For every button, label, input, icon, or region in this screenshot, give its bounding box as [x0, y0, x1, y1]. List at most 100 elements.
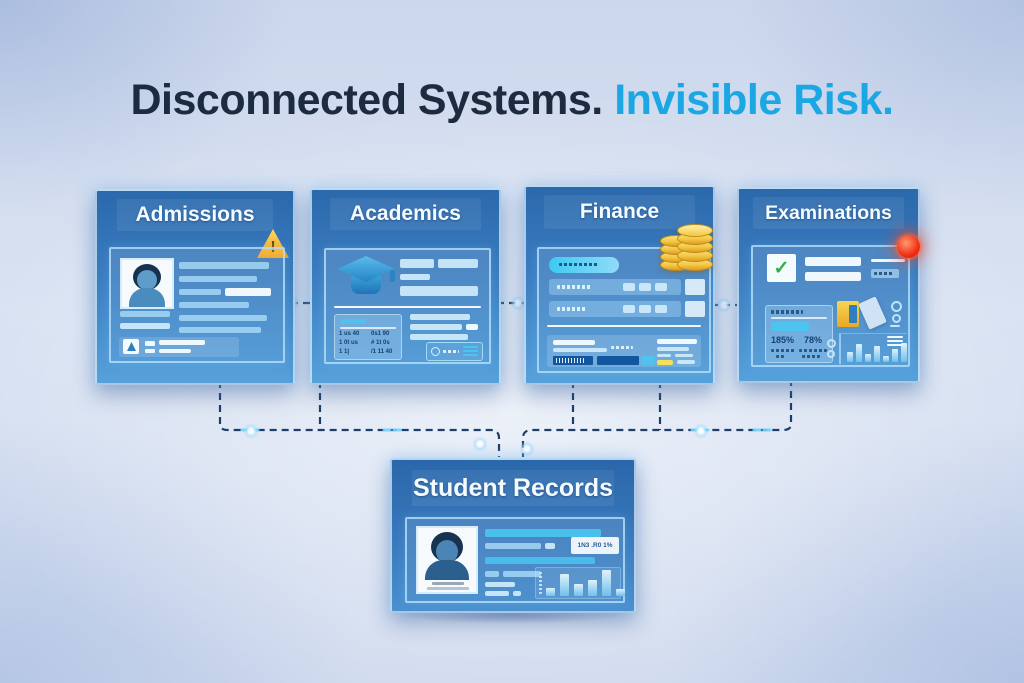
- connector-admissions-drop: [218, 381, 501, 457]
- invoice-subpanel: [547, 335, 701, 367]
- row-chip: [655, 283, 667, 291]
- checkbox-checked: ✓: [767, 254, 796, 282]
- records-chart: [535, 567, 625, 599]
- table-cell: 1 0t us: [339, 340, 359, 346]
- chart-bar: [901, 343, 907, 362]
- divider: [334, 306, 481, 308]
- table-cell: 1 1|: [339, 349, 350, 355]
- score-line: [771, 317, 827, 319]
- avatar-torso: [129, 288, 165, 307]
- card-finance-title: Finance: [579, 200, 660, 223]
- mini-field: [871, 269, 899, 278]
- fee-row: [549, 279, 681, 295]
- coin: [677, 224, 713, 237]
- sparkle: [243, 423, 259, 439]
- placeholder-bar: [159, 349, 191, 353]
- sparkle: [472, 436, 488, 452]
- button-line: [463, 350, 478, 352]
- table-cell: 0s1 90: [371, 331, 390, 337]
- coins-icon: [660, 224, 713, 271]
- score-bar: [771, 322, 809, 331]
- circle-glyph: [827, 339, 836, 348]
- card-student-records-title: Student Records: [412, 474, 614, 502]
- barcode: [553, 356, 593, 365]
- circle-glyph: [892, 314, 901, 323]
- placeholder-bar: [159, 340, 205, 345]
- score-percent: 185%: [771, 335, 795, 345]
- headline: Disconnected Systems. Invisible Risk.: [0, 76, 1024, 125]
- placeholder-bar: [179, 289, 221, 295]
- row-chip: [639, 305, 651, 313]
- placeholder-bar: [485, 543, 541, 549]
- score-percent: 78%: [804, 335, 823, 345]
- chart-bar: [865, 354, 871, 362]
- file-icon-glyph: [127, 342, 136, 351]
- circle-glyph: [891, 301, 902, 312]
- row-chip: [623, 305, 635, 313]
- card-student-records: Student Records 1N3 .R0 1%: [390, 458, 636, 613]
- placeholder-bar: [553, 348, 607, 352]
- placeholder-bar: [400, 259, 434, 268]
- chart-bar: [560, 574, 569, 596]
- bar-chart: [546, 570, 630, 596]
- barcode: [597, 356, 639, 365]
- placeholder-bar: [179, 262, 269, 269]
- placeholder-chip: [145, 341, 155, 346]
- fee-row: [549, 301, 681, 317]
- row-microtext: [557, 285, 591, 289]
- chart-line: [887, 344, 903, 346]
- placeholder-bar: [675, 354, 693, 357]
- table-header-line: [340, 327, 396, 329]
- placeholder-bar: [485, 582, 515, 587]
- placeholder-bar: [400, 286, 478, 296]
- placeholder-bar: [466, 324, 478, 330]
- applicant-photo: [120, 258, 174, 309]
- folder-notch: [849, 305, 857, 323]
- student-photo: [416, 526, 478, 594]
- score-microtext: [802, 355, 820, 358]
- placeholder-bar: [805, 257, 861, 266]
- chart-line: [887, 340, 903, 342]
- check-icon: ✓: [773, 257, 790, 279]
- academics-panel: 1 us 40 0s1 90 1 0t us # 1t 0s 1 1| /1 1…: [324, 248, 491, 364]
- placeholder-bar: [179, 276, 257, 282]
- highlight-yellow-bar: [657, 360, 673, 365]
- chart-bar: [602, 570, 611, 596]
- score-microtext: [799, 349, 827, 352]
- button-line: [463, 346, 478, 348]
- avatar-face: [436, 540, 458, 563]
- chart-bar: [574, 584, 583, 596]
- tiny-line: [890, 325, 900, 327]
- row-microtext: [557, 307, 587, 311]
- placeholder-chip: [145, 349, 155, 353]
- tilted-document-icon: [858, 296, 887, 330]
- placeholder-line: [871, 259, 905, 262]
- card-academics-title: Academics: [350, 202, 461, 225]
- chart-axis-label: [539, 572, 542, 594]
- placeholder-bar: [410, 314, 470, 320]
- sparkle: [693, 423, 709, 439]
- chart-bar: [847, 352, 853, 362]
- placeholder-bar: [485, 529, 601, 537]
- cap-tassel: [390, 270, 395, 282]
- alert-dot-icon: [897, 235, 920, 258]
- placeholder-bar: [805, 272, 861, 281]
- bar-chart: [847, 338, 910, 362]
- title-band: [544, 195, 695, 229]
- placeholder-bar: [677, 360, 695, 364]
- chart-bar: [616, 589, 625, 596]
- card-finance: Finance: [524, 185, 715, 385]
- placeholder-bar: [485, 571, 499, 577]
- table-cell: /1 11 40: [371, 349, 393, 355]
- placeholder-bar: [657, 354, 671, 357]
- chart-bar: [588, 580, 597, 596]
- play-circle-icon: [431, 347, 440, 356]
- row-chip: [655, 305, 667, 313]
- avatar-torso: [425, 560, 469, 580]
- placeholder-bar: [400, 274, 430, 280]
- placeholder-bar: [485, 591, 509, 596]
- row-end-box: [685, 301, 705, 317]
- placeholder-bar: [657, 339, 697, 344]
- placeholder-bar: [438, 259, 478, 268]
